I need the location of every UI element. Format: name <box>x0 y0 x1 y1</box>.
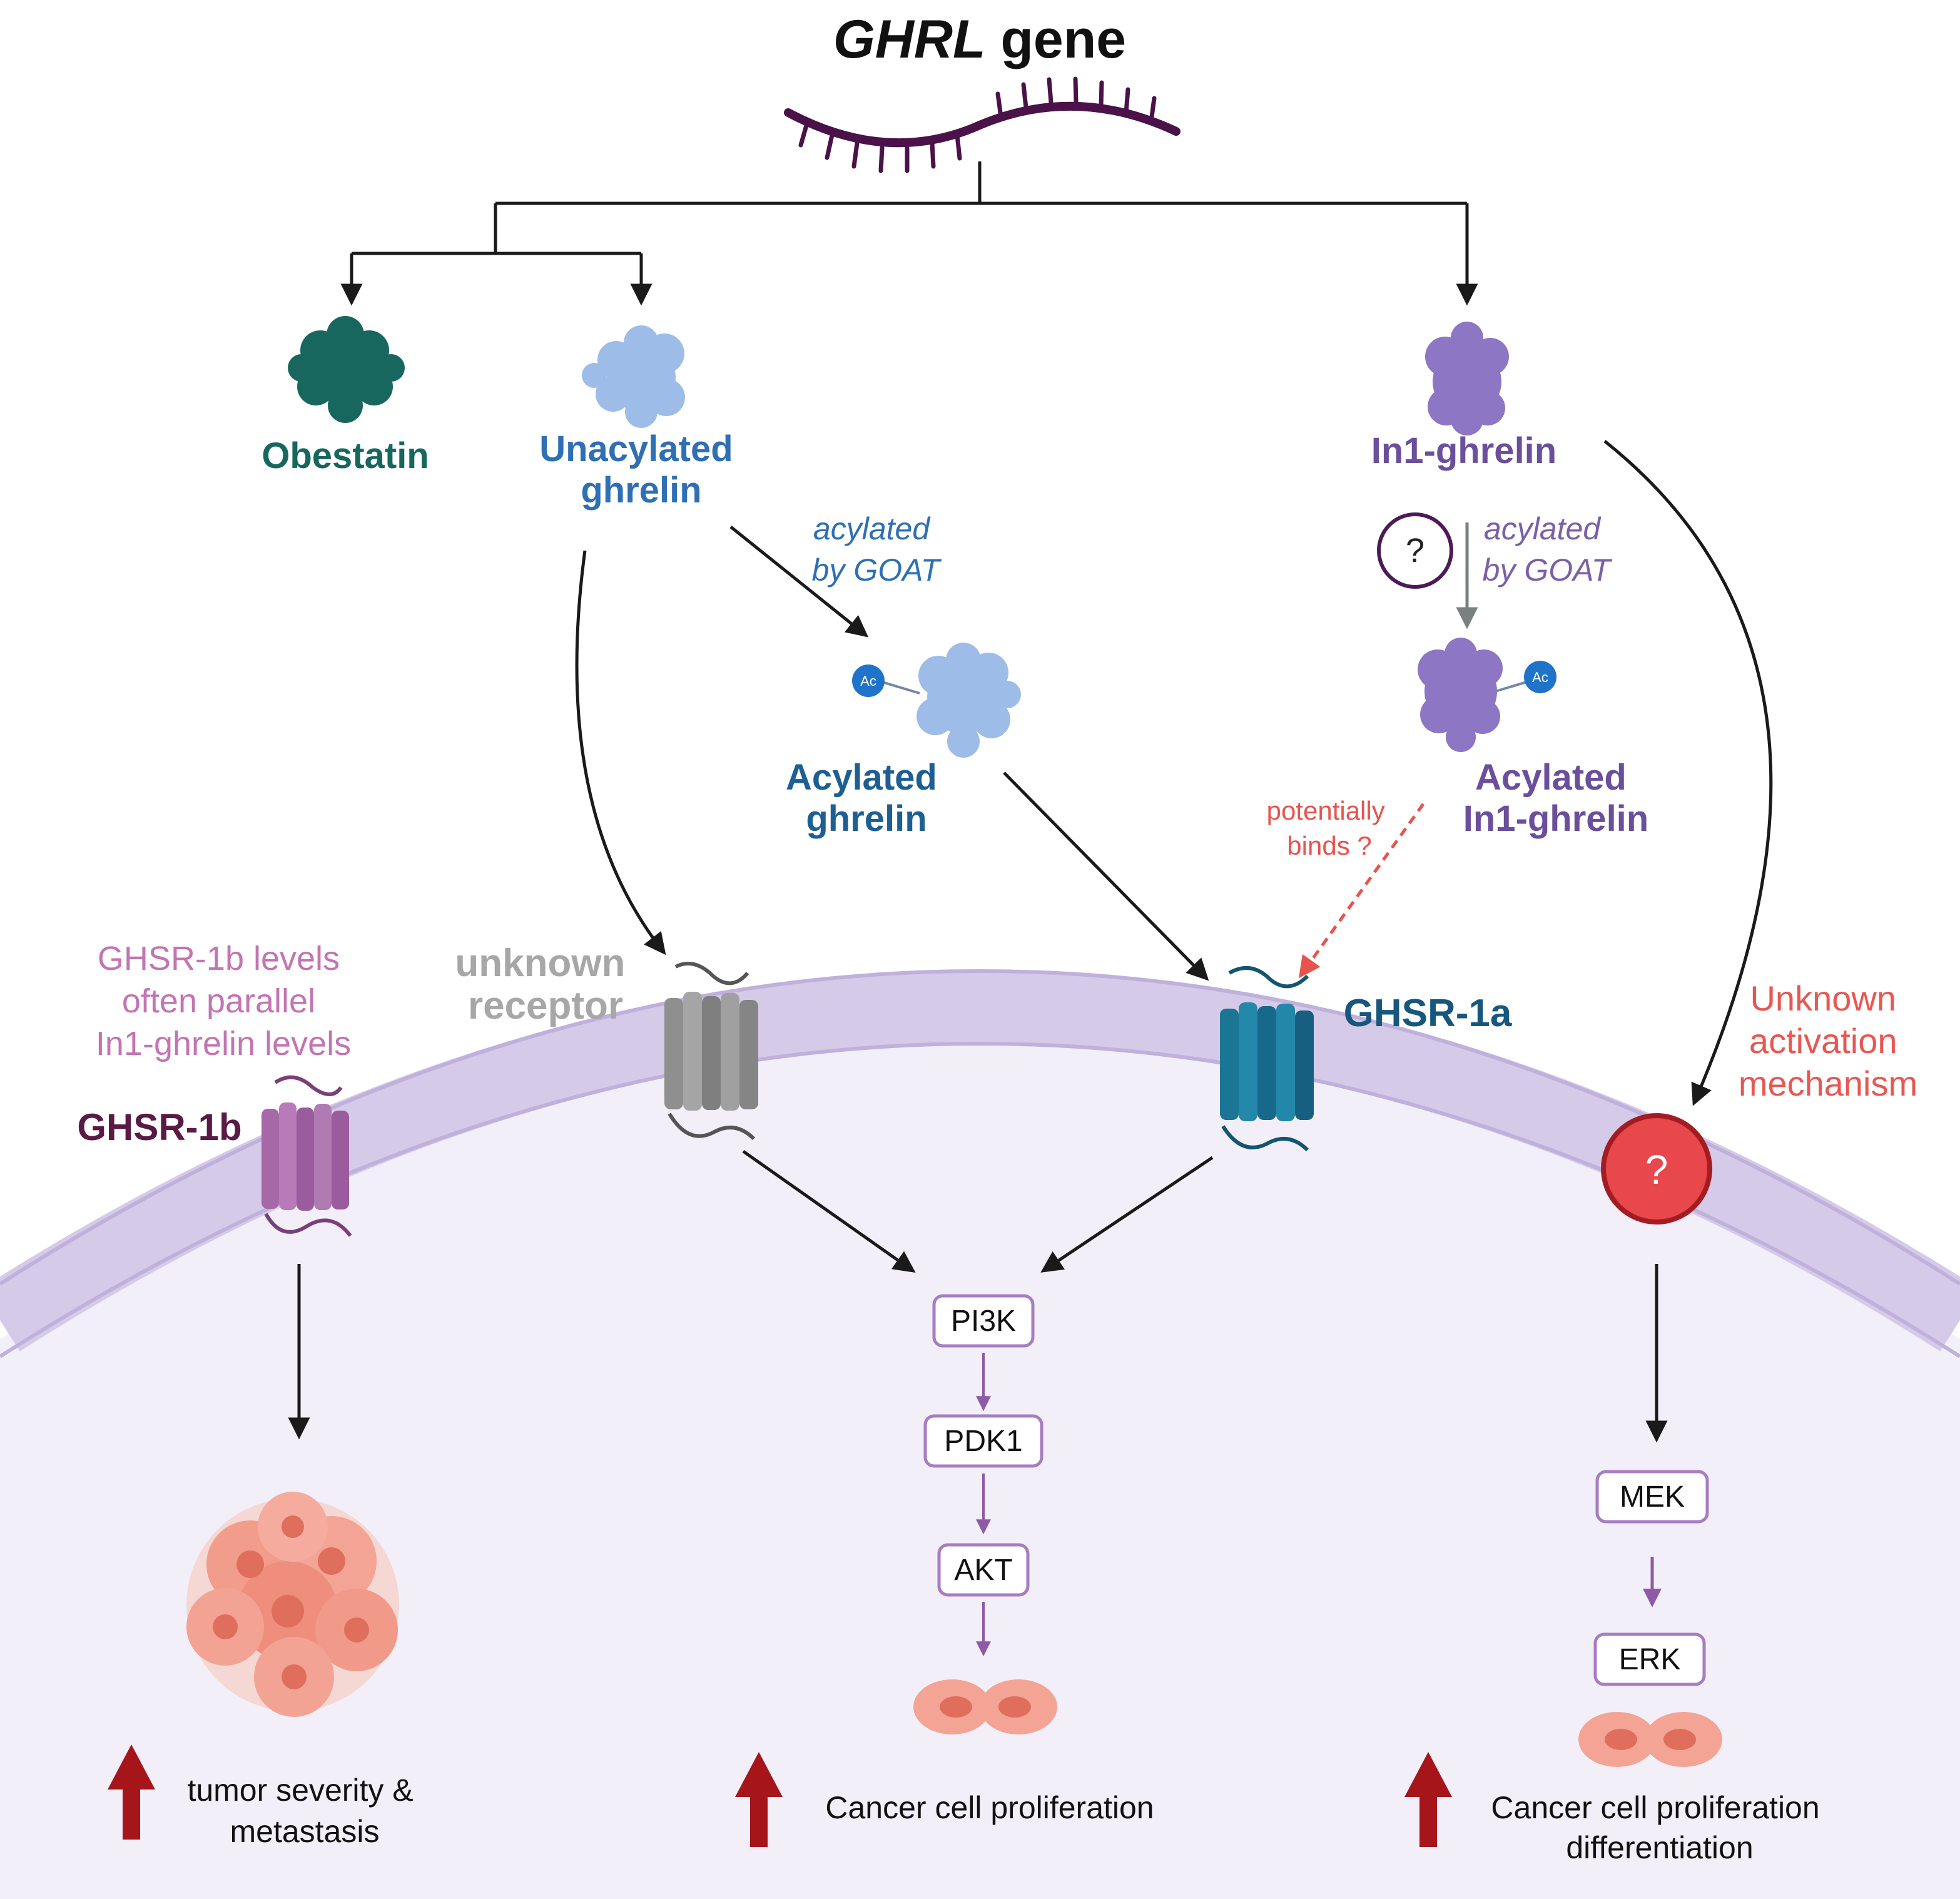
unknown-receptor-label: unknown receptor <box>455 942 636 1027</box>
outcome-proliferation-label: Cancer cell proliferation <box>825 1790 1154 1825</box>
svg-text:PI3K: PI3K <box>951 1305 1016 1338</box>
potentially-binds-label: potentially binds ? <box>1267 796 1393 860</box>
unknown-mechanism-symbol: ? <box>1645 1146 1668 1193</box>
ghsr1a-label: GHSR-1a <box>1344 992 1512 1035</box>
acylated-ghrelin-protein-icon <box>917 643 1021 758</box>
ac-label-right: Ac <box>1532 669 1548 685</box>
unknown-receptor-icon <box>664 962 758 1141</box>
in1-ghrelin-protein-icon <box>1425 322 1509 435</box>
akt-box: AKT <box>937 1543 1030 1597</box>
outcome-proliferation-differentiation-label: Cancer cell proliferation differentiatio… <box>1491 1790 1828 1865</box>
cytoplasm <box>0 1039 1960 1899</box>
in1-goat-acylation-label: acylated by GOAT <box>1483 511 1613 588</box>
ghsr1b-levels-note: GHSR-1b levels often parallel In1-ghreli… <box>96 940 351 1062</box>
gene-name: GHRL <box>833 9 986 69</box>
outcome-tumor-label: tumor severity & metastasis <box>187 1773 422 1849</box>
gene-title: GHRL gene <box>833 9 1126 69</box>
pdk1-box: PDK1 <box>923 1414 1043 1468</box>
unacylated-to-unknown-receptor-arrow <box>575 550 666 955</box>
ac-group-icon-right <box>1524 661 1556 693</box>
ac-group-icon-left <box>852 664 885 697</box>
dividing-cell-icon-center <box>913 1679 1057 1734</box>
ac-link-left <box>881 681 920 695</box>
obestatin-label: Obestatin <box>262 435 429 476</box>
ghsr1b-receptor-icon <box>262 1075 352 1237</box>
svg-text:ERK: ERK <box>1619 1643 1681 1676</box>
acylated-in1-ghrelin-protein-icon <box>1418 638 1503 752</box>
ghsr1a-receptor-icon <box>1220 966 1314 1152</box>
potentially-binds-arrow <box>1298 803 1425 979</box>
mrna-strand-icon <box>784 76 1181 173</box>
gene-suffix: gene <box>986 9 1127 69</box>
pi3k-box: PI3K <box>932 1294 1035 1348</box>
unacylated-ghrelin-protein-icon <box>582 325 685 428</box>
gene-branch-lines <box>340 161 1478 306</box>
up-arrow-icon-right <box>1404 1752 1452 1847</box>
ac-label-left: Ac <box>860 673 876 689</box>
unknown-receptor-to-pi3k-arrow <box>742 1149 916 1273</box>
unknown-activation-label: Unknown activation mechanism <box>1739 979 1917 1103</box>
acylated-to-ghsr1a-arrow <box>1003 771 1209 981</box>
in1-ghrelin-label: In1-ghrelin <box>1371 430 1556 471</box>
up-arrow-icon-center <box>735 1752 783 1847</box>
acylated-in1-ghrelin-label: Acylated In1-ghrelin <box>1463 757 1648 839</box>
ghsr1a-to-pi3k-arrow <box>1040 1156 1214 1273</box>
mek-box: MEK <box>1595 1470 1709 1524</box>
ac-link-right <box>1495 681 1527 693</box>
unacylated-ghrelin-label: Unacylated ghrelin <box>539 429 743 511</box>
dividing-cell-icon-right <box>1578 1712 1722 1767</box>
unknown-mechanism-icon <box>1601 1113 1712 1224</box>
tumor-icon <box>186 1492 399 1717</box>
erk-box: ERK <box>1593 1632 1706 1686</box>
goat-acylation-arrow <box>729 526 869 638</box>
obestatin-protein-icon <box>288 316 405 423</box>
goat-acylation-label: acylated by GOAT <box>812 511 942 588</box>
acylated-ghrelin-label: Acylated ghrelin <box>786 757 947 839</box>
in1-to-unknown-mechanism-arrow <box>1603 440 1773 1106</box>
ghsr1b-label: GHSR-1b <box>77 1106 241 1148</box>
svg-text:PDK1: PDK1 <box>944 1425 1022 1458</box>
svg-text:MEK: MEK <box>1620 1480 1685 1514</box>
unknown-enzyme-icon <box>1377 512 1453 589</box>
svg-text:AKT: AKT <box>954 1554 1012 1587</box>
up-arrow-icon-left <box>108 1744 155 1840</box>
unknown-enzyme-symbol: ? <box>1406 532 1424 569</box>
